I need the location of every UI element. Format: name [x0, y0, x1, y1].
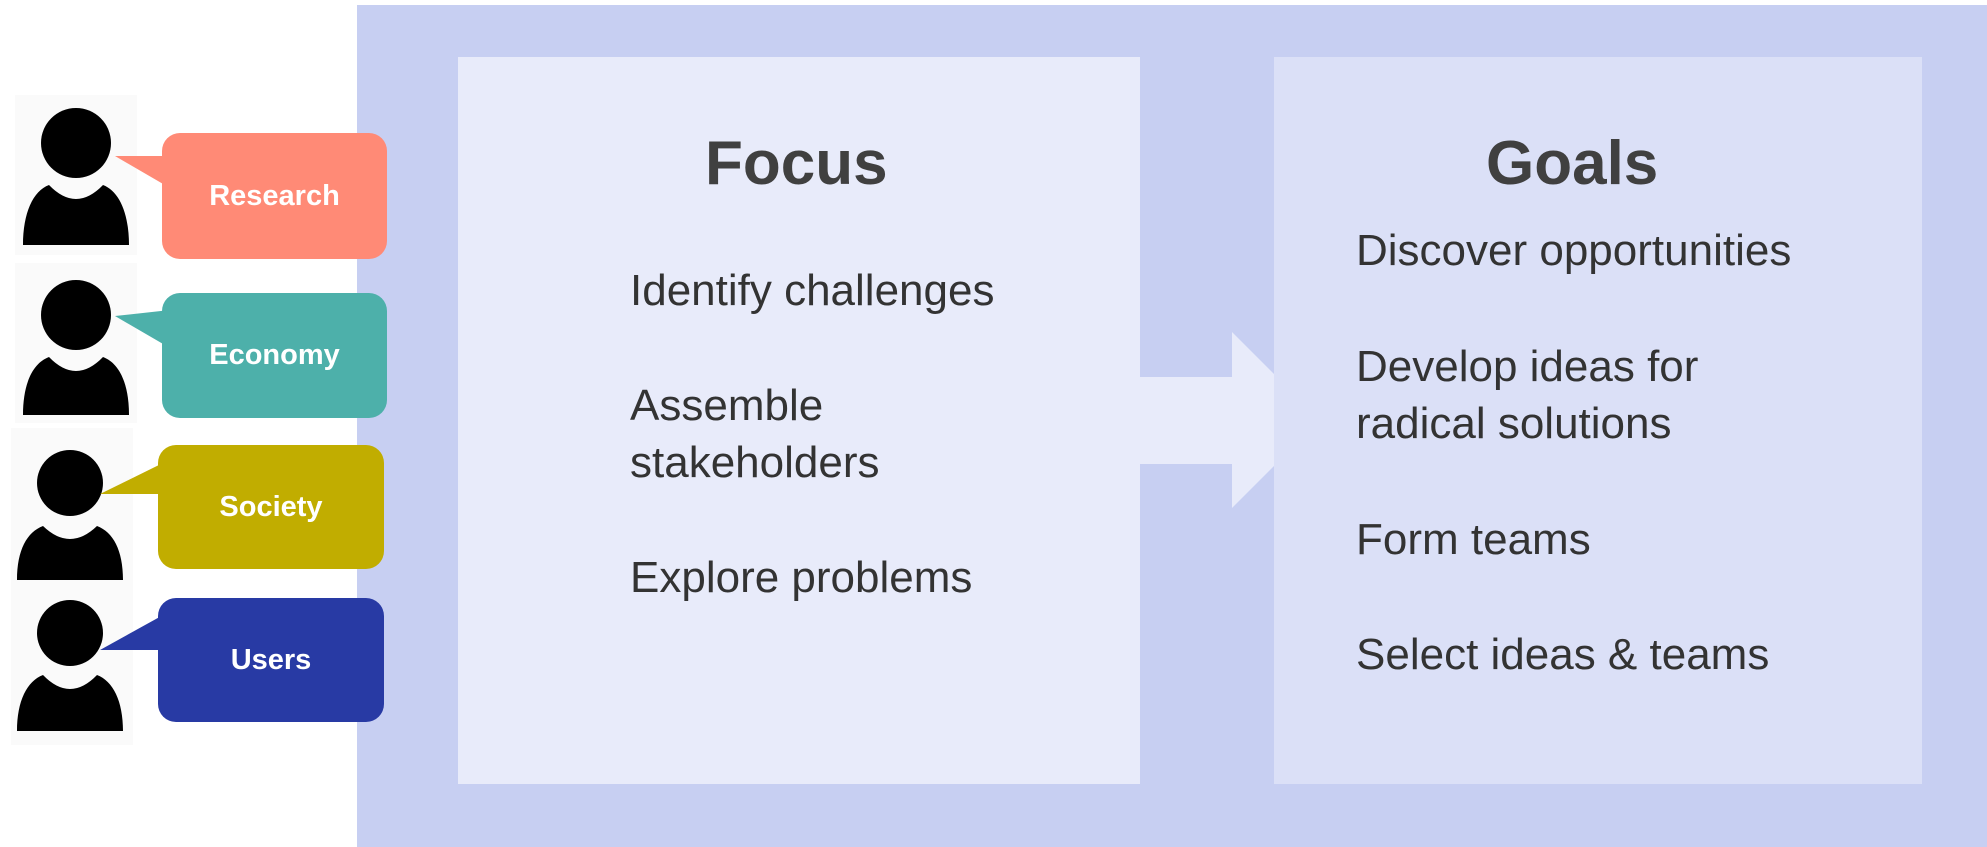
focus-box	[458, 57, 1140, 784]
focus-item: Assemble stakeholders	[630, 381, 880, 487]
goals-item: Discover opportunities	[1356, 226, 1792, 275]
stakeholder-label: Economy	[209, 339, 340, 371]
person-icon	[11, 585, 133, 745]
person-icon	[11, 428, 133, 588]
speech-tail	[100, 614, 165, 650]
focus-item: Explore problems	[630, 553, 973, 602]
stakeholder-bubble-society: Society	[158, 445, 384, 569]
goals-title: Goals	[1486, 129, 1659, 198]
stakeholder-label: Users	[230, 643, 312, 676]
stakeholder-label: Research	[209, 179, 340, 212]
focus-title: Focus	[705, 129, 888, 198]
stakeholder-bubble-research: Research	[162, 133, 387, 259]
person-icon	[15, 263, 137, 423]
stakeholder-label: Society	[219, 490, 323, 523]
goals-item: Select ideas & teams	[1356, 630, 1770, 679]
focus-item: Identify challenges	[630, 266, 995, 315]
goals-item: Develop ideas for radical solutions	[1356, 342, 1699, 448]
stakeholder-bubble-economy: Economy	[162, 293, 387, 418]
goals-box	[1274, 57, 1922, 784]
speech-tail	[115, 156, 170, 188]
stakeholder-bubble-users: Users	[158, 598, 384, 722]
person-icon	[15, 95, 137, 255]
speech-tail	[115, 310, 170, 348]
goals-item: Form teams	[1356, 515, 1591, 564]
speech-tail	[100, 462, 165, 494]
